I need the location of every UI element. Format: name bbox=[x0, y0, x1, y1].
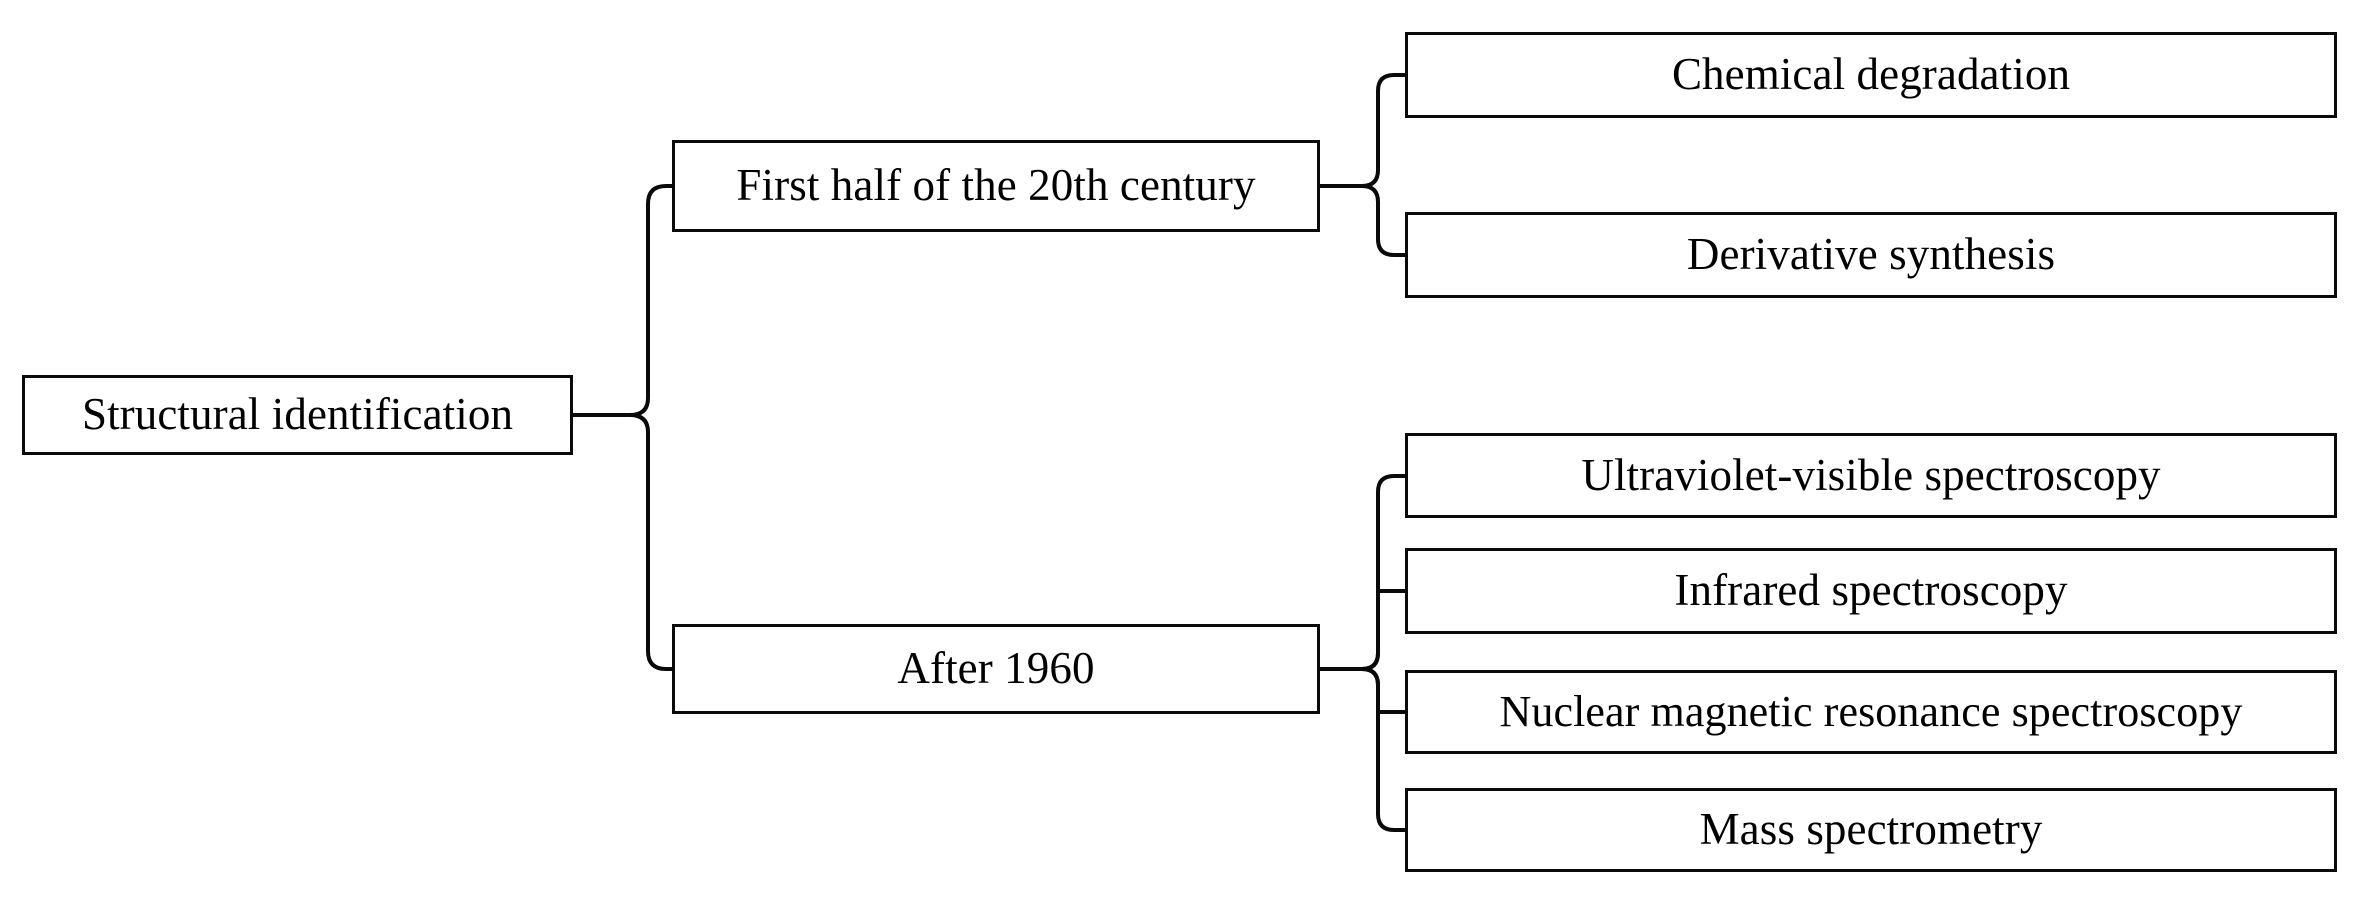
node-label: After 1960 bbox=[897, 643, 1095, 694]
node-after-1960[interactable]: After 1960 bbox=[672, 624, 1320, 714]
node-infrared-spectroscopy[interactable]: Infrared spectroscopy bbox=[1405, 548, 2337, 634]
connector-first-half-brace-lower bbox=[1318, 184, 1407, 257]
node-label: Structural identification bbox=[81, 389, 514, 440]
node-nuclear-magnetic-resonance-spectroscopy[interactable]: Nuclear magnetic resonance spectroscopy bbox=[1405, 670, 2337, 754]
node-chemical-degradation[interactable]: Chemical degradation bbox=[1405, 32, 2337, 118]
connector-after1960-brace-uv bbox=[1318, 474, 1407, 671]
connector-after1960-brace-ir bbox=[1318, 589, 1407, 671]
node-label: Infrared spectroscopy bbox=[1674, 565, 2068, 616]
node-first-half-20th-century[interactable]: First half of the 20th century bbox=[672, 140, 1320, 232]
connector-root-brace bbox=[571, 184, 674, 417]
node-structural-identification[interactable]: Structural identification bbox=[22, 375, 573, 455]
connector-after1960-brace-ms bbox=[1318, 667, 1407, 832]
node-ultraviolet-visible-spectroscopy[interactable]: Ultraviolet-visible spectroscopy bbox=[1405, 433, 2337, 518]
connector-root-brace-lower bbox=[571, 413, 674, 671]
node-label: First half of the 20th century bbox=[736, 160, 1256, 211]
connector-after1960-brace-nmr bbox=[1318, 667, 1407, 714]
node-label: Ultraviolet-visible spectroscopy bbox=[1581, 449, 2161, 500]
node-label: Nuclear magnetic resonance spectroscopy bbox=[1499, 686, 2243, 736]
node-derivative-synthesis[interactable]: Derivative synthesis bbox=[1405, 212, 2337, 298]
node-label: Mass spectrometry bbox=[1699, 804, 2043, 855]
node-mass-spectrometry[interactable]: Mass spectrometry bbox=[1405, 788, 2337, 872]
node-label: Chemical degradation bbox=[1671, 49, 2071, 100]
node-label: Derivative synthesis bbox=[1686, 229, 2056, 280]
connector-first-half-brace-upper bbox=[1318, 73, 1407, 188]
